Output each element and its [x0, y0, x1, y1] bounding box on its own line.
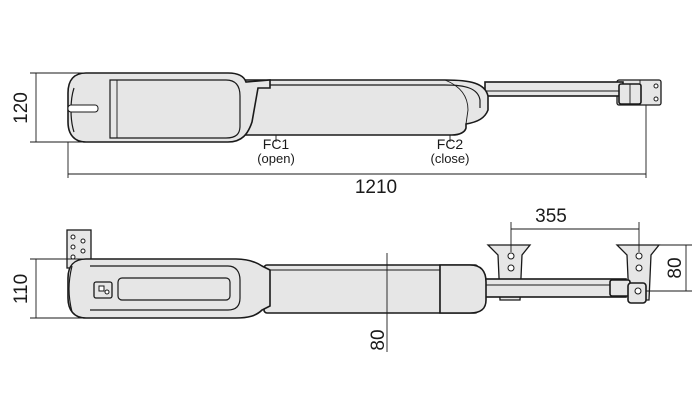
side-motor-housing: [67, 258, 271, 319]
top-view: 120 1210 FC1 (open) FC2 (close): [11, 72, 662, 198]
piston-rod: [484, 81, 624, 97]
side-rear-cap: [68, 265, 73, 313]
side-rod-pin: [634, 287, 642, 295]
fc1-label: FC1: [263, 136, 290, 152]
housing-cover: [109, 79, 241, 139]
bracket-hole: [653, 83, 659, 89]
bracket-hole: [653, 96, 659, 102]
main-tube: [239, 79, 489, 136]
length-dimension-label: 1210: [355, 177, 397, 198]
rod-bracket-hole: [635, 252, 643, 260]
side-height-dimension-label: 110: [11, 274, 32, 304]
fc1-note: (open): [257, 151, 295, 166]
release-key-hole: [104, 289, 110, 295]
front-cap-seam: [444, 79, 469, 125]
front-bracket-hole: [507, 264, 515, 272]
motor-housing: [67, 72, 271, 143]
fc2-label: FC2: [437, 136, 464, 152]
plate-hole: [70, 254, 76, 260]
rear-pivot-slot: [67, 104, 99, 113]
spacing-dimension-label: 355: [535, 206, 567, 227]
side-cover-panel: [117, 277, 231, 301]
side-front-cap: [439, 264, 487, 314]
plate-hole: [70, 244, 76, 250]
bracket-height-dimension-label: 80: [665, 257, 686, 278]
plate-hole: [80, 248, 86, 254]
side-rod-sleeve: [609, 279, 631, 297]
tube-highlight: [258, 84, 481, 108]
plate-hole: [70, 234, 76, 240]
rod-height-dimension-label: 80: [368, 329, 389, 350]
side-piston-rod: [475, 278, 627, 298]
fc2-note: (close): [430, 151, 469, 166]
plate-hole: [80, 238, 86, 244]
rod-bracket-hole: [635, 264, 643, 272]
side-housing-cover: [90, 265, 241, 311]
front-bracket-hole: [507, 252, 515, 260]
height-dimension-label: 120: [11, 92, 32, 124]
release-key-icon: [98, 285, 105, 292]
side-view: 110 80 355 80: [11, 206, 692, 352]
